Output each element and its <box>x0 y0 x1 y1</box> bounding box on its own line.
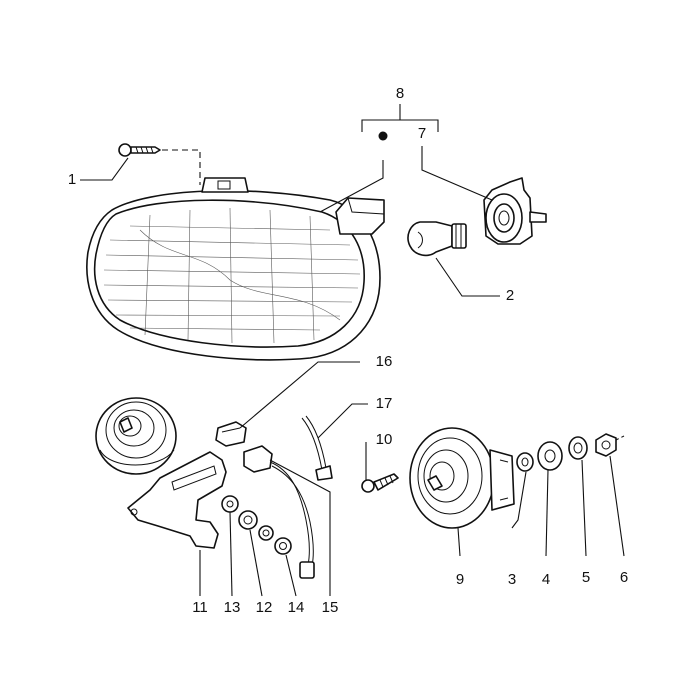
callout-4: 4 <box>542 571 550 588</box>
washer-part-4 <box>537 441 563 471</box>
callout-15: 15 <box>322 599 339 616</box>
leader-lines <box>80 146 625 597</box>
callout-17: 17 <box>376 395 393 412</box>
callout-12: 12 <box>256 599 273 616</box>
part-8-bracket <box>361 104 439 141</box>
nut-part-12 <box>238 510 274 541</box>
horn-left <box>95 397 177 475</box>
callout-14: 14 <box>288 599 305 616</box>
washer-part-5 <box>568 436 588 460</box>
callout-8: 8 <box>396 85 404 102</box>
washer-part-13 <box>221 495 239 513</box>
callout-labels: 1 2 3 4 5 6 7 8 9 10 11 12 13 14 15 16 1… <box>68 85 628 616</box>
callout-9: 9 <box>456 571 464 588</box>
horn-part-9 <box>409 427 515 529</box>
cable-tie-part-17 <box>301 415 333 481</box>
callout-5: 5 <box>582 569 590 586</box>
callout-1: 1 <box>68 171 76 188</box>
callout-3: 3 <box>508 571 516 588</box>
screw-part-1 <box>118 143 161 157</box>
callout-6: 6 <box>620 569 628 586</box>
callout-7: 7 <box>418 125 426 142</box>
callout-2: 2 <box>506 287 514 304</box>
nut-part-6 <box>595 433 617 457</box>
mounting-bracket-part-11 <box>127 451 227 549</box>
nut-part-14 <box>274 537 292 555</box>
wiring-harness-part-15 <box>243 445 315 579</box>
headlamp-assembly <box>86 177 385 361</box>
bulb-holder-part-7 <box>483 177 547 245</box>
connector-part-16 <box>215 421 247 447</box>
callout-13: 13 <box>224 599 241 616</box>
bolt-part-10 <box>361 473 399 493</box>
bulb-part-2 <box>407 221 467 257</box>
callout-16: 16 <box>376 353 393 370</box>
washer-part-3 <box>516 452 534 472</box>
callout-11: 11 <box>192 599 208 616</box>
callout-10: 10 <box>376 431 393 448</box>
